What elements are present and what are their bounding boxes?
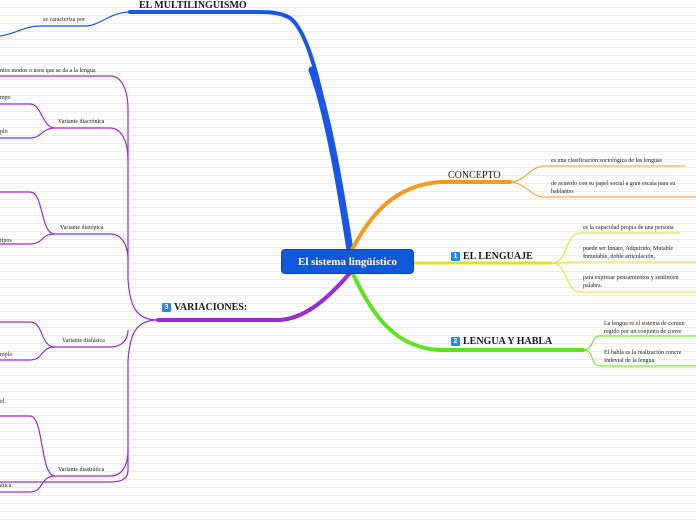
- subtopic-variante-diatopica[interactable]: Variante diatópica: [60, 225, 104, 231]
- lenguaje-item-1[interactable]: es la capacidad propia de una persona: [583, 225, 674, 231]
- number-1-badge-icon: 1: [451, 252, 460, 261]
- diacronica-fragment-1[interactable]: mpo: [0, 95, 11, 101]
- diastratica-fragment-1[interactable]: el: [0, 399, 5, 405]
- connector-variaciones: [156, 271, 352, 322]
- connector-diastratica-down: [0, 475, 56, 493]
- connector-multilinguismo-sub: [0, 11, 131, 37]
- lengua-habla-item-2[interactable]: El habla es la realización concre: [604, 350, 682, 356]
- branch-concepto[interactable]: CONCEPTO: [448, 170, 501, 181]
- connector-diatopica-down: [0, 233, 56, 245]
- connector-diafasica-down: [0, 346, 56, 361]
- lenguaje-item-3-cont: palabra.: [583, 283, 603, 289]
- connector-diatopica: [55, 233, 129, 261]
- lenguaje-item-2-cont: Inmutable, doble articulación,: [583, 254, 655, 260]
- connector-variaciones-trunk: [0, 75, 159, 321]
- connector-diacronica: [55, 127, 129, 161]
- connector-variaciones-trunk-low: [0, 319, 159, 483]
- connector-diacronica-up: [0, 103, 56, 129]
- connector-concepto-item-2: [509, 181, 696, 198]
- connector-diatopica-up: [0, 191, 56, 235]
- variaciones-intro[interactable]: ntos modos o usos que se da a la lengua: [0, 68, 96, 74]
- lenguaje-item-2[interactable]: puede ser Innato, Adquirido, Mutable: [583, 246, 673, 252]
- connector-lenguaje-item-2: [551, 261, 696, 264]
- connector-diastratica-up: [0, 415, 56, 477]
- branch-multilinguismo[interactable]: EL MULTILINGÜISMO: [139, 0, 247, 11]
- connector-lengua-habla-item-2: [582, 349, 696, 367]
- lengua-habla-item-1[interactable]: La lengua es el sistema de comun: [604, 321, 685, 327]
- number-3-badge-icon: 3: [162, 303, 171, 312]
- connector-lengua-habla: [350, 270, 585, 352]
- connector-diafasica: [55, 329, 129, 348]
- subtopic-variante-diafasica[interactable]: Variante diafásica: [62, 338, 105, 344]
- lenguaje-item-3[interactable]: para expresar pensamientos y sentimien: [583, 275, 679, 281]
- diastratica-fragment-2[interactable]: ática: [0, 483, 12, 489]
- multilinguismo-subtopic[interactable]: se caracteriza por: [43, 17, 85, 23]
- connector-diacronica-down: [0, 127, 56, 139]
- concepto-item-2[interactable]: de acuerdo con su papel social a gran es…: [551, 181, 676, 187]
- number-2-badge-icon: 2: [451, 337, 460, 346]
- branch-lengua-habla-label: LENGUA Y HABLA: [463, 336, 553, 347]
- subtopic-variante-diacronica[interactable]: Variante diacrónica: [58, 119, 105, 125]
- connector-lenguaje-item-3: [551, 262, 696, 293]
- central-topic[interactable]: El sistema lingüístico: [282, 250, 413, 273]
- lengua-habla-item-2-cont: Indevial de la lengua.: [604, 358, 656, 364]
- branch-variaciones-label: VARIACIONES:: [174, 302, 248, 313]
- connector-multilinguismo: [128, 10, 352, 252]
- branch-lenguaje-label: EL LENGUAJE: [463, 251, 533, 262]
- diatopica-fragment-1[interactable]: tipos: [0, 238, 12, 244]
- connector-lenguaje-item-1: [551, 232, 680, 264]
- connector-diastratica: [55, 449, 129, 477]
- connector-concepto: [350, 180, 512, 252]
- diafasica-fragment-1[interactable]: mplo: [0, 352, 13, 358]
- subtopic-variante-diastratica[interactable]: Variante diastrática: [58, 467, 105, 473]
- connector-lengua-habla-item-1: [582, 335, 696, 351]
- concepto-item-1[interactable]: es una clasificación sociológica de las …: [551, 158, 662, 164]
- connector-concepto-item-1: [509, 165, 685, 183]
- diacronica-fragment-2[interactable]: plo: [0, 129, 8, 135]
- connector-diafasica-up: [0, 321, 56, 348]
- connector-multilinguismo-tip: [308, 66, 354, 254]
- lengua-habla-item-1-cont: regido por un conjunto de conve: [604, 329, 682, 335]
- concepto-item-2-cont: hablantes: [551, 189, 574, 195]
